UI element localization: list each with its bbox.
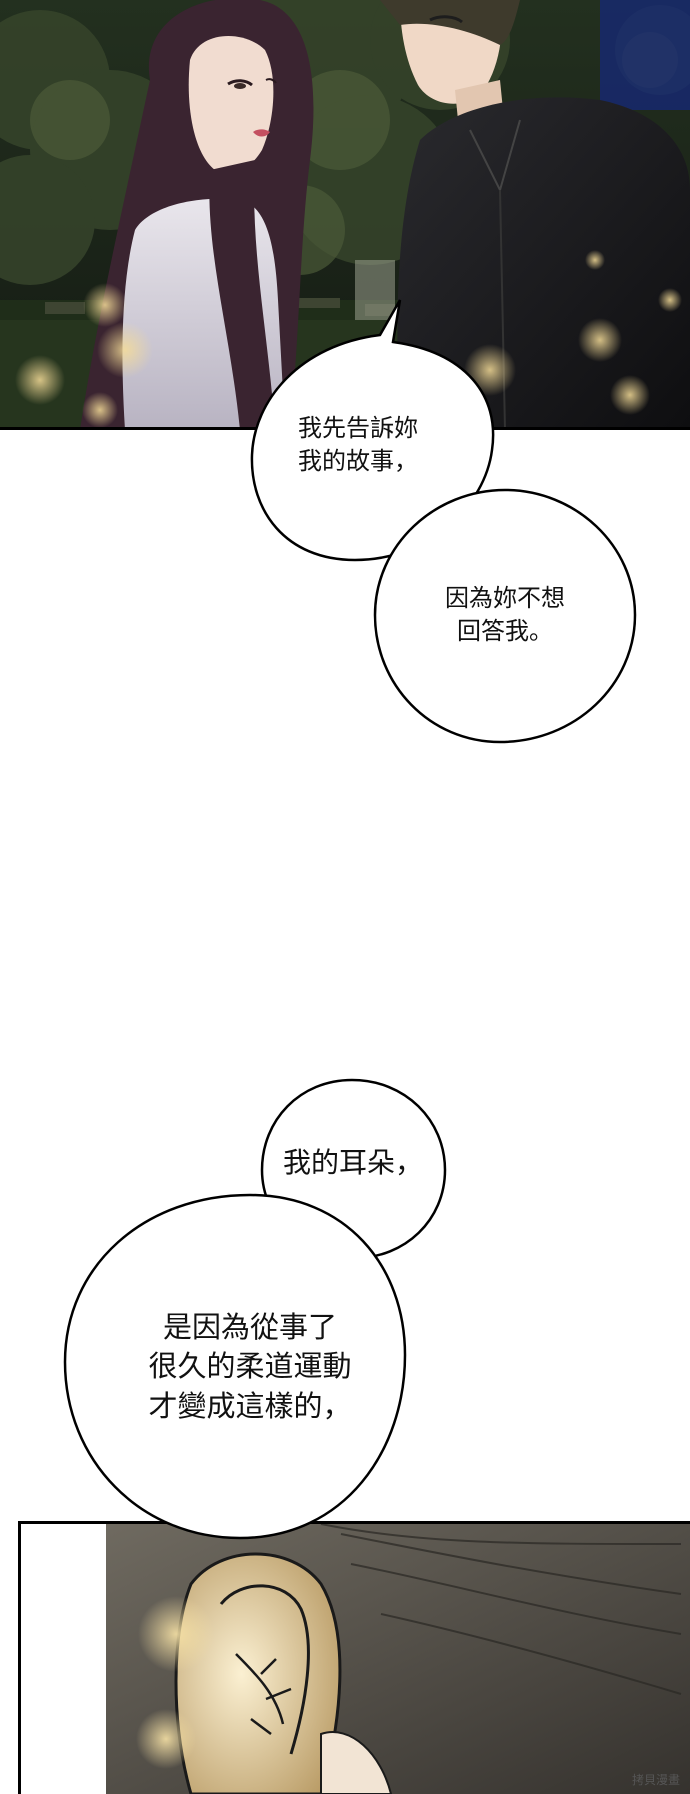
watermark-label: 拷貝漫畫 [631, 1773, 680, 1787]
bottom-comic-panel [18, 1521, 690, 1794]
ear-shape [174, 1552, 342, 1794]
sky-patch [600, 0, 690, 110]
man-shirt [397, 97, 690, 427]
speech-bubble-3-text: 我的耳朵， [282, 1146, 423, 1179]
night-park-scene [0, 0, 690, 427]
man-hair [380, 0, 520, 45]
speech-bubble-2-text: 因為妳不想 回答我。 [445, 584, 565, 646]
speech-bubble-4-text: 是因為從事了 很久的柔道運動 才變成這樣的， [148, 1310, 352, 1423]
top-comic-panel [0, 0, 690, 430]
speech-bubble-1-text: 我先告訴妳 我的故事， [298, 414, 418, 476]
ear-closeup-scene [21, 1524, 690, 1794]
woman-face [188, 36, 274, 174]
